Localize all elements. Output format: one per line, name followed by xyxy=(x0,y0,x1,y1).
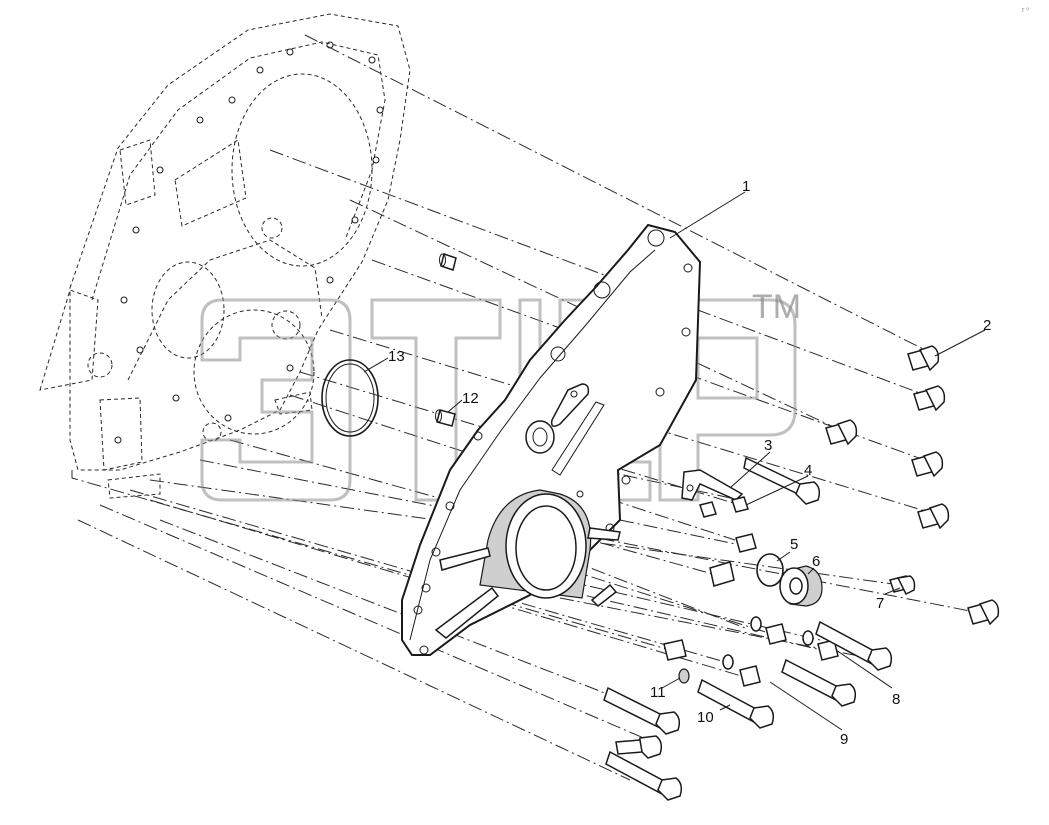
callout-6: 6 xyxy=(812,553,820,570)
dowel-pins-part-12 xyxy=(435,253,457,427)
callout-1: 1 xyxy=(742,178,750,195)
callout-7: 7 xyxy=(876,595,884,612)
callout-2: 2 xyxy=(983,317,991,334)
callout-11: 11 xyxy=(650,684,666,701)
callout-9: 9 xyxy=(840,731,848,748)
callout-8: 8 xyxy=(892,691,900,708)
callout-labels: 1 2 3 4 5 6 7 8 9 10 11 12 13 xyxy=(388,178,991,748)
seal-ring-part-5 xyxy=(756,553,784,587)
sleeve-part-6 xyxy=(779,565,823,607)
engine-block-outline xyxy=(39,13,411,499)
callout-5: 5 xyxy=(790,536,798,553)
o-ring-part-13 xyxy=(321,359,379,437)
timing-cover-plate xyxy=(401,223,702,656)
callout-10: 10 xyxy=(697,709,714,726)
flange-bolts xyxy=(603,345,1000,801)
callout-13: 13 xyxy=(388,348,405,365)
callout-12: 12 xyxy=(462,390,479,407)
leader-lines xyxy=(363,191,986,731)
callout-3: 3 xyxy=(764,437,772,454)
callout-4: 4 xyxy=(804,462,812,479)
watermark-trademark: TM xyxy=(752,288,801,326)
bracket-part-3 xyxy=(681,469,744,501)
corner-mark: r ᵒ xyxy=(1022,7,1029,14)
